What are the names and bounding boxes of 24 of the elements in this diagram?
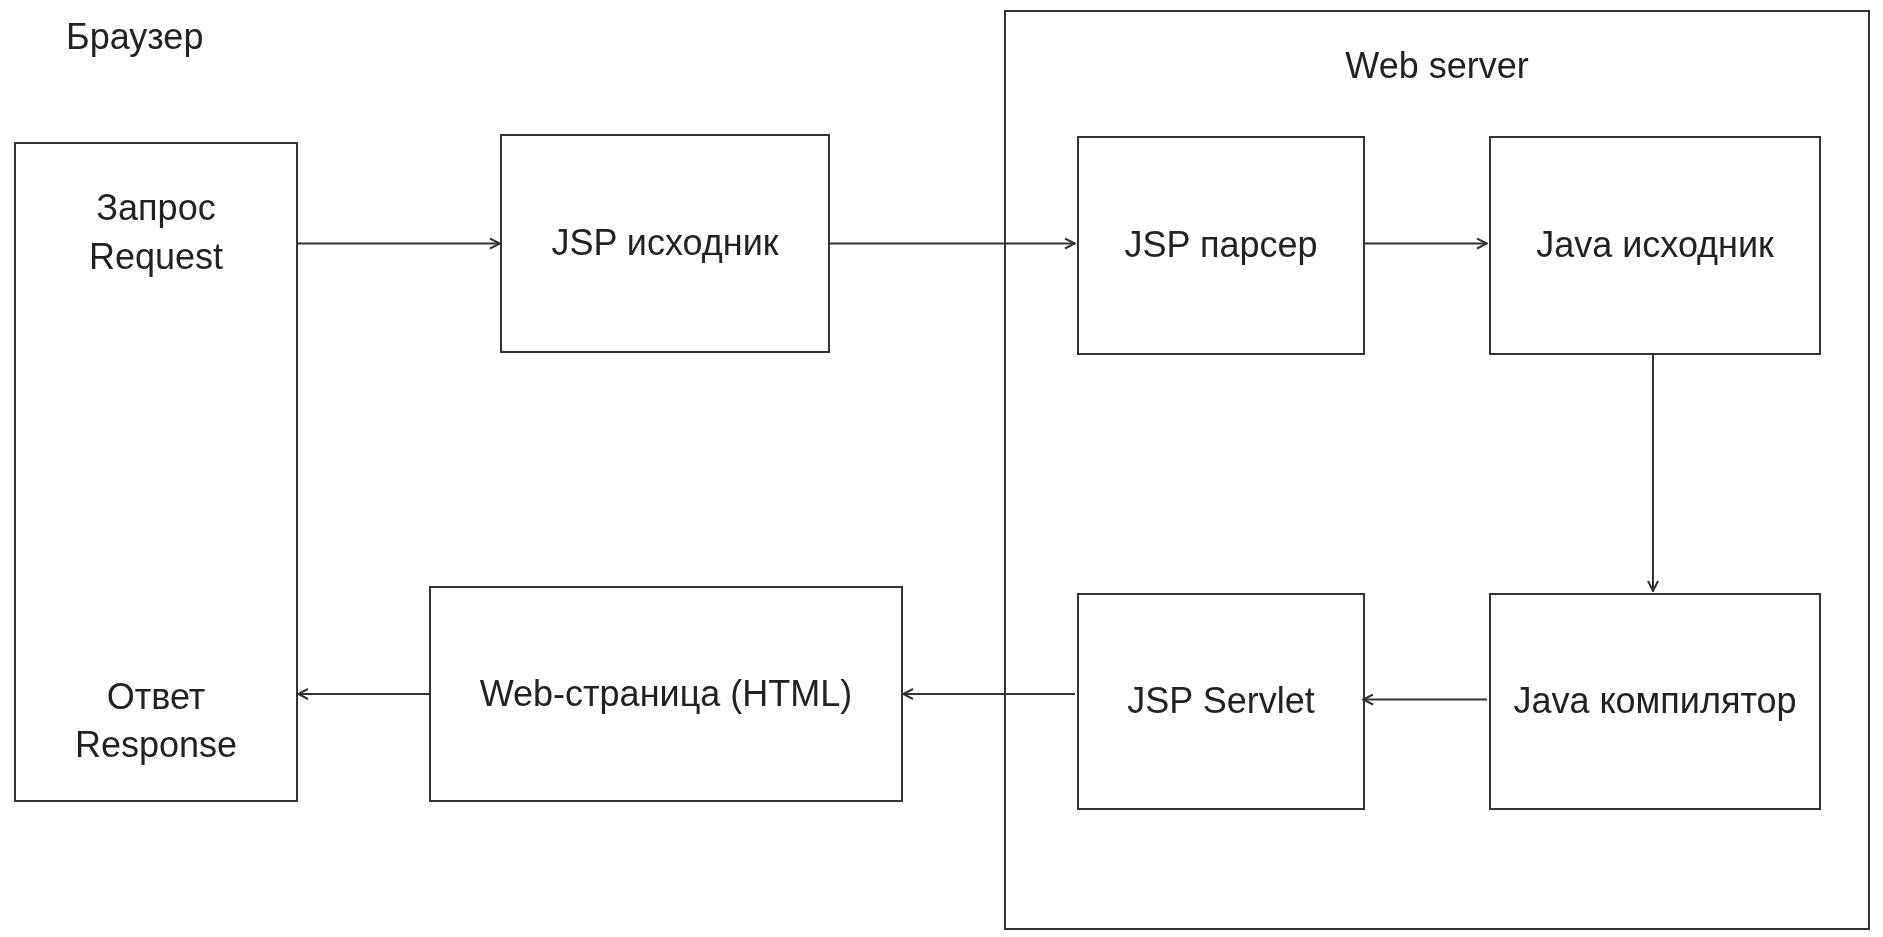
box-label: Запрос Request xyxy=(87,186,225,279)
arrow xyxy=(297,237,501,250)
server-frame xyxy=(1004,10,1870,930)
arrow xyxy=(829,237,1076,250)
box-label: Java исходник xyxy=(1535,223,1775,268)
arrow xyxy=(1362,237,1488,250)
box-label: JSP парсер xyxy=(1123,223,1319,268)
box-heading: Браузер xyxy=(66,16,204,58)
box-label: JSP исходник xyxy=(550,221,780,266)
process-box xyxy=(500,134,830,353)
box-label: Ответ Response xyxy=(73,674,239,768)
arrow xyxy=(1647,352,1659,592)
process-box xyxy=(1077,593,1365,810)
arrow xyxy=(297,688,430,700)
process-box xyxy=(429,586,903,802)
process-box xyxy=(1077,136,1365,355)
box-label: Web-страница (HTML) xyxy=(478,671,854,716)
group-title: Web server xyxy=(1344,44,1530,88)
process-box xyxy=(1489,593,1821,810)
arrow xyxy=(902,688,1076,700)
box-label: Java компилятор xyxy=(1512,679,1798,724)
process-box xyxy=(1489,136,1821,355)
arrow xyxy=(1362,693,1488,706)
box-label: JSP Servlet xyxy=(1126,679,1316,724)
